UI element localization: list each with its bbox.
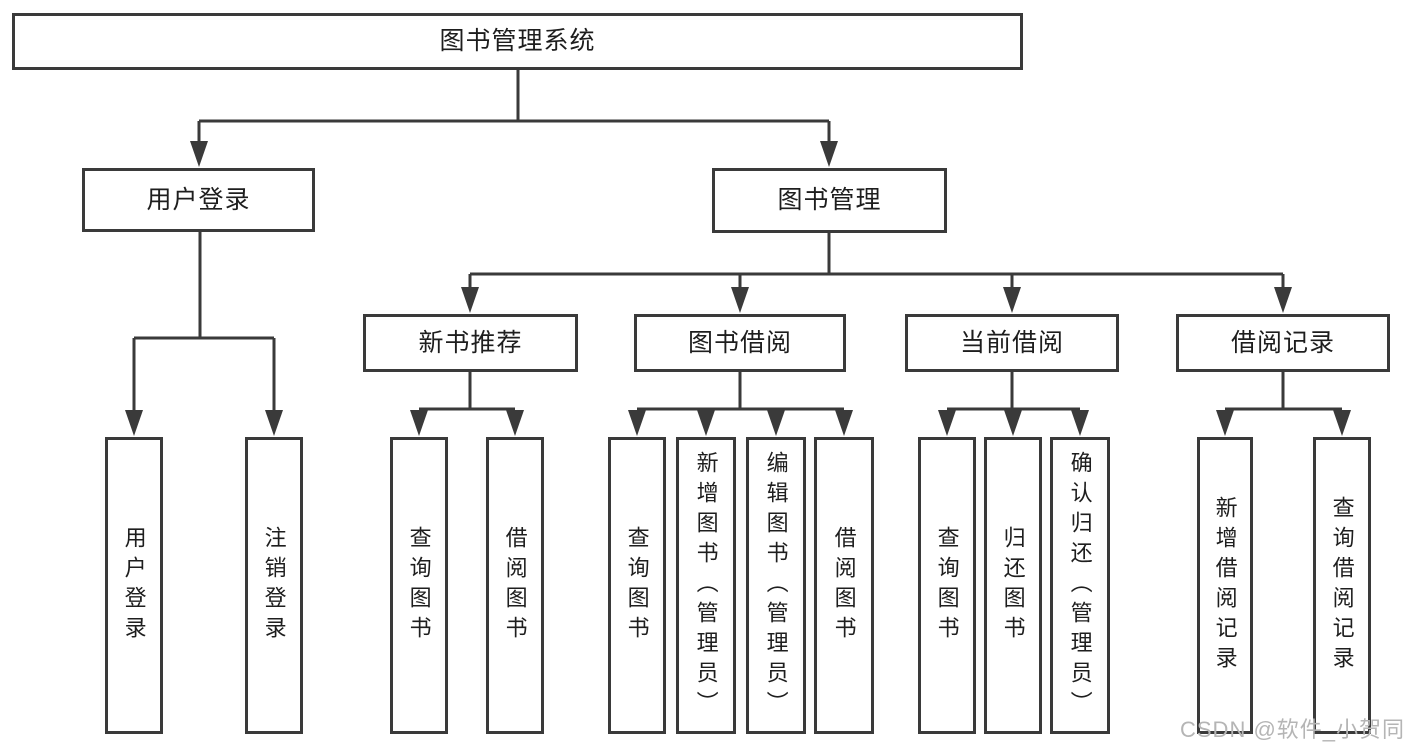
arrowhead	[461, 287, 479, 313]
leaf-return-book: 归还图书	[984, 437, 1042, 734]
node-borrowing-records: 借阅记录	[1176, 314, 1390, 372]
arrowhead	[1004, 410, 1022, 436]
arrowhead	[506, 410, 524, 436]
arrowhead	[731, 287, 749, 313]
node-user-login: 用户登录	[82, 168, 315, 232]
arrowhead	[1333, 410, 1351, 436]
connector-new-book-recommend-children	[410, 372, 524, 436]
connector-book-borrowing-children	[628, 372, 853, 436]
arrowhead	[628, 410, 646, 436]
leaf-logout: 注销登录	[245, 437, 303, 734]
leaf-borrow-books-borrowing: 借阅图书	[814, 437, 874, 734]
node-book-borrowing: 图书借阅	[634, 314, 846, 372]
arrowhead	[938, 410, 956, 436]
arrowhead	[820, 141, 838, 167]
leaf-edit-book-admin: 编辑图书（管理员）	[746, 437, 806, 734]
arrowhead	[1071, 410, 1089, 436]
leaf-borrow-books-recommend: 借阅图书	[486, 437, 544, 734]
leaf-query-books-current: 查询图书	[918, 437, 976, 734]
leaf-query-borrow-record: 查询借阅记录	[1313, 437, 1371, 734]
watermark-text: CSDN @软件_小贺同学	[1180, 717, 1405, 742]
connector-user-login-children	[125, 232, 283, 436]
node-library-system: 图书管理系统	[12, 13, 1023, 70]
leaf-query-books-borrowing: 查询图书	[608, 437, 666, 734]
leaf-user-login: 用户登录	[105, 437, 163, 734]
arrowhead	[190, 141, 208, 167]
arrowhead	[265, 410, 283, 436]
leaf-add-borrow-record: 新增借阅记录	[1197, 437, 1253, 734]
connector-borrowing-records-children	[1216, 372, 1351, 436]
arrowhead	[1274, 287, 1292, 313]
arrowhead	[697, 410, 715, 436]
leaf-query-books-recommend: 查询图书	[390, 437, 448, 734]
arrowhead	[1216, 410, 1234, 436]
arrowhead	[767, 410, 785, 436]
connector-current-borrowing-children	[938, 372, 1089, 436]
leaf-add-book-admin: 新增图书（管理员）	[676, 437, 736, 734]
arrowhead	[125, 410, 143, 436]
arrowhead	[1003, 287, 1021, 313]
connector-root-to-level2	[190, 70, 838, 167]
node-new-book-recommend: 新书推荐	[363, 314, 578, 372]
node-book-management: 图书管理	[712, 168, 947, 233]
connector-book-management-children	[461, 233, 1292, 313]
arrowhead	[835, 410, 853, 436]
arrowhead	[410, 410, 428, 436]
leaf-confirm-return-admin: 确认归还（管理员）	[1050, 437, 1110, 734]
node-current-borrowing: 当前借阅	[905, 314, 1119, 372]
